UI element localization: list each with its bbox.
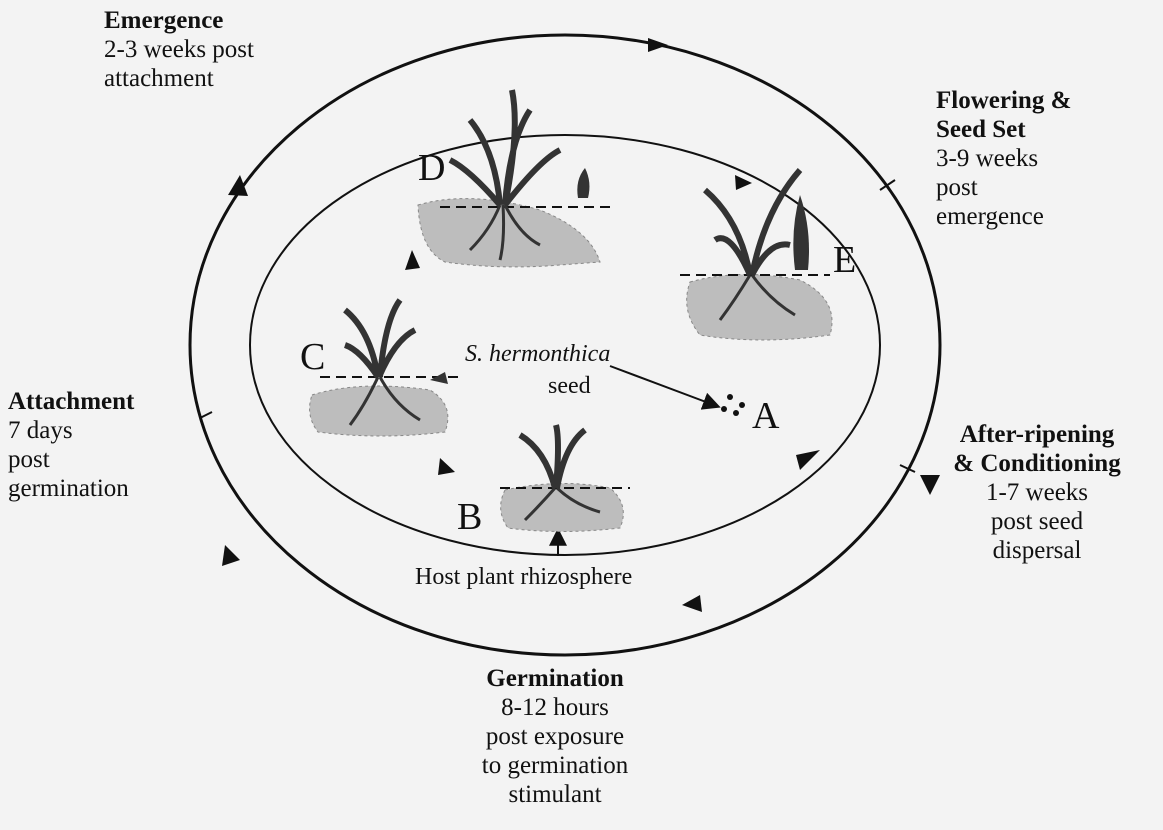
stage-flowering-label: Flowering & Seed Set 3-9 weeks post emer… [936, 86, 1071, 231]
outer-tick [200, 412, 212, 418]
stage-detail: 1-7 weeks post seed dispersal [922, 478, 1152, 565]
letter-d: D [418, 148, 445, 188]
plant-d-illustration [418, 90, 610, 267]
stage-title: Emergence [104, 6, 254, 35]
inner-arrow [735, 175, 752, 190]
stage-detail: 7 days post germination [8, 416, 134, 503]
inner-arrow [438, 458, 455, 475]
plant-b-illustration [500, 425, 630, 532]
plant-c-illustration [310, 300, 460, 436]
outer-arrow-bottom [682, 595, 702, 612]
stage-attachment-label: Attachment 7 days post germination [8, 387, 134, 503]
seed-dots [721, 394, 745, 416]
outer-arrow-leftbottom [222, 545, 240, 566]
letter-b: B [457, 497, 482, 537]
stage-emergence-label: Emergence 2-3 weeks post attachment [104, 6, 254, 93]
stage-detail: 8-12 hours post exposure to germination … [430, 693, 680, 809]
outer-arrow-top [648, 38, 668, 52]
stage-title: Attachment [8, 387, 134, 416]
stage-after-ripening-label: After-ripening & Conditioning 1-7 weeks … [922, 420, 1152, 565]
letter-c: C [300, 337, 325, 377]
seed-arrow [610, 366, 714, 405]
inner-arrow [796, 450, 820, 470]
letter-a: A [752, 396, 779, 436]
stage-detail: 3-9 weeks post emergence [936, 144, 1071, 231]
stage-title: Flowering & Seed Set [936, 86, 1071, 144]
seed-label: seed [548, 372, 591, 400]
stage-title: After-ripening & Conditioning [922, 420, 1152, 478]
rhizosphere-label: Host plant rhizosphere [415, 563, 632, 591]
letter-e: E [833, 240, 856, 280]
seed-species-label: S. hermonthica [465, 340, 610, 368]
inner-arrow [405, 250, 420, 270]
plant-e-illustration [680, 170, 832, 340]
stage-title: Germination [430, 664, 680, 693]
stage-germination-label: Germination 8-12 hours post exposure to … [430, 664, 680, 809]
stage-detail: 2-3 weeks post attachment [104, 35, 254, 93]
